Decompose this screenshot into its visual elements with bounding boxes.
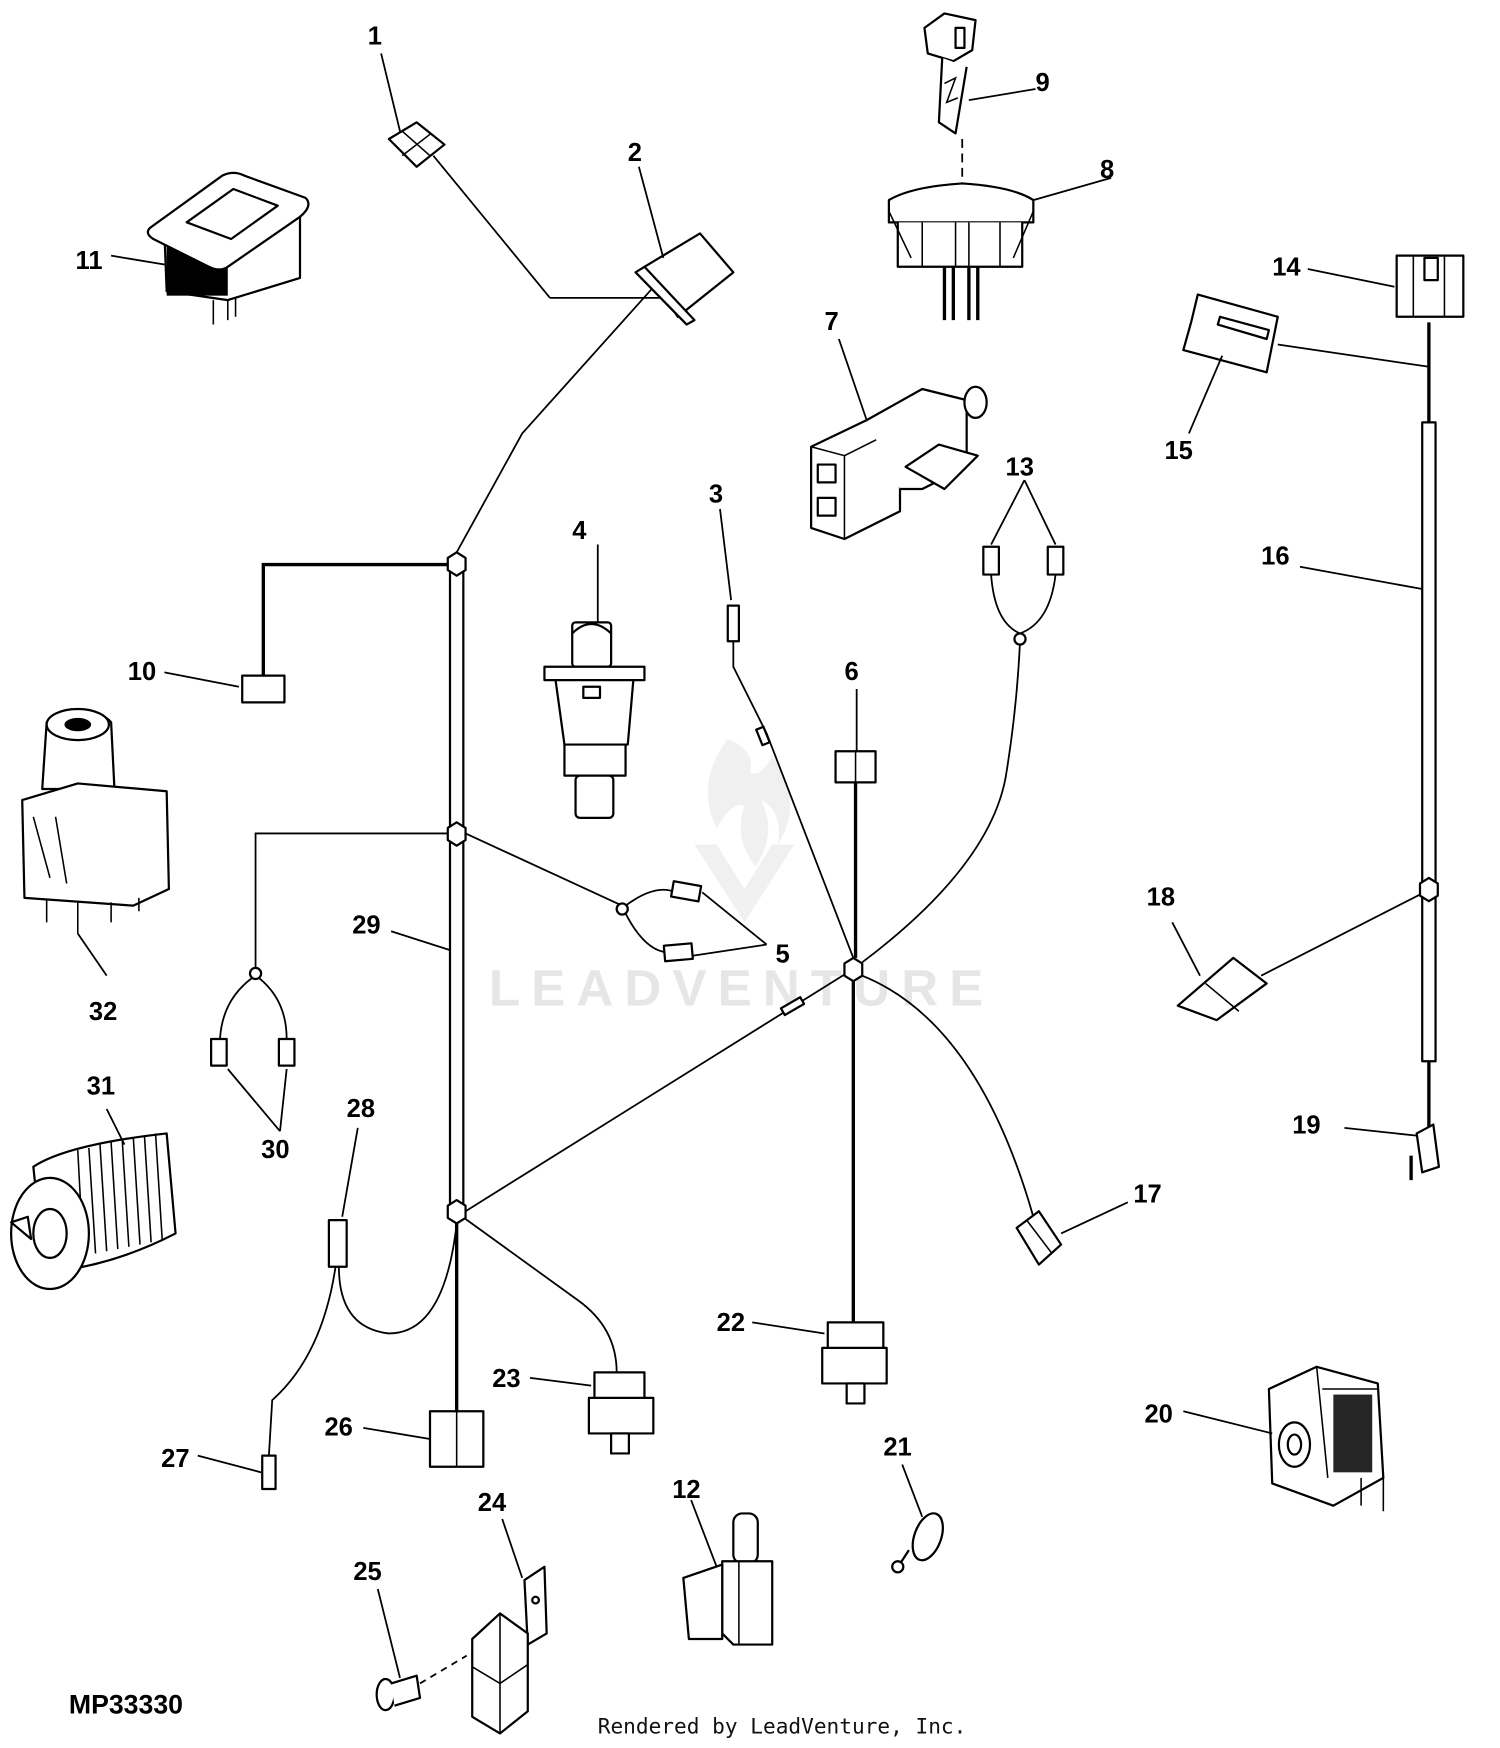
junction-node xyxy=(843,956,864,983)
junction-node xyxy=(446,821,467,847)
callout-14: 14 xyxy=(1272,254,1301,282)
callout-8: 8 xyxy=(1100,156,1114,184)
callout-6: 6 xyxy=(844,658,858,686)
part-14-connector[interactable] xyxy=(1395,254,1465,318)
harness-trunk xyxy=(254,155,854,1412)
callout-29: 29 xyxy=(352,911,380,939)
callout-31: 31 xyxy=(87,1073,115,1101)
part-30-terminals[interactable] xyxy=(210,966,296,1067)
trunk-sleeve xyxy=(448,563,465,1213)
part-23-relay[interactable] xyxy=(587,1371,655,1455)
harness-right xyxy=(1260,322,1439,1134)
part-1-connector[interactable] xyxy=(387,121,446,168)
part-12-switch[interactable] xyxy=(682,1512,774,1646)
callout-10: 10 xyxy=(128,658,156,686)
callout-22: 22 xyxy=(717,1309,745,1337)
callout-26: 26 xyxy=(324,1414,352,1442)
part-3-terminal[interactable] xyxy=(726,604,740,643)
part-24-relay[interactable] xyxy=(471,1565,548,1735)
callout-16: 16 xyxy=(1261,543,1289,571)
callout-32: 32 xyxy=(89,998,117,1026)
part-32-switch[interactable] xyxy=(21,707,170,934)
callout-13: 13 xyxy=(1006,454,1034,482)
callout-4: 4 xyxy=(572,517,587,545)
part-8-ignition-switch[interactable] xyxy=(887,182,1035,321)
callout-labels: 1 2 3 4 5 6 7 8 9 10 11 12 13 14 15 16 1… xyxy=(76,23,1321,1587)
harness-branch-center xyxy=(732,639,1035,1323)
leader-lines xyxy=(77,53,1423,1679)
callout-30: 30 xyxy=(261,1136,289,1164)
part-26-connector[interactable] xyxy=(428,1410,485,1468)
part-18-connector[interactable] xyxy=(1176,956,1268,1022)
part-5-terminals[interactable] xyxy=(615,880,703,963)
part-9-key[interactable] xyxy=(923,12,977,190)
part-27-terminal[interactable] xyxy=(261,1266,337,1491)
part-10-connector[interactable] xyxy=(241,674,286,704)
callout-3: 3 xyxy=(709,480,723,508)
callout-19: 19 xyxy=(1292,1111,1320,1139)
part-21-clamp[interactable] xyxy=(891,1509,948,1574)
callout-20: 20 xyxy=(1144,1400,1172,1428)
junction-node xyxy=(446,1199,467,1225)
part-25-bolt[interactable] xyxy=(375,1654,468,1712)
callout-18: 18 xyxy=(1147,884,1175,912)
watermark-text: LEADVENTURE xyxy=(489,960,995,1017)
watermark: LEADVENTURE xyxy=(489,739,995,1017)
render-credit: Rendered by LeadVenture, Inc. xyxy=(598,1713,967,1738)
callout-28: 28 xyxy=(347,1095,375,1123)
part-4-plunger-switch[interactable] xyxy=(543,621,646,819)
callout-7: 7 xyxy=(824,308,838,336)
junction-node xyxy=(446,551,467,577)
part-28-terminal[interactable] xyxy=(327,1219,348,1268)
part-20-switch[interactable] xyxy=(1267,1365,1385,1512)
callout-11: 11 xyxy=(76,247,103,275)
callout-5: 5 xyxy=(776,940,790,968)
part-17-connector[interactable] xyxy=(1015,1210,1063,1266)
callout-12: 12 xyxy=(672,1476,700,1504)
part-15-connector[interactable] xyxy=(1182,293,1279,374)
callout-25: 25 xyxy=(353,1558,381,1586)
callout-27: 27 xyxy=(161,1445,189,1473)
callout-2: 2 xyxy=(628,139,642,167)
part-2-connector[interactable] xyxy=(634,232,735,326)
diagram-reference-id: MP33330 xyxy=(69,1689,183,1719)
part-31-coil[interactable] xyxy=(9,1132,177,1291)
callout-24: 24 xyxy=(478,1489,507,1517)
callout-17: 17 xyxy=(1133,1180,1161,1208)
part-6-connector[interactable] xyxy=(834,750,877,958)
part-7-switch[interactable] xyxy=(810,385,988,541)
callout-1: 1 xyxy=(368,23,382,51)
callout-15: 15 xyxy=(1164,437,1192,465)
part-11-switch[interactable] xyxy=(146,171,310,325)
junction-node xyxy=(1418,876,1439,903)
callout-23: 23 xyxy=(492,1365,520,1393)
callout-21: 21 xyxy=(883,1434,911,1462)
watermark-logo-icon xyxy=(694,739,795,923)
part-19-terminal[interactable] xyxy=(1409,1123,1440,1181)
part-13-terminals[interactable] xyxy=(982,545,1065,646)
callout-9: 9 xyxy=(1036,69,1050,97)
part-22-relay[interactable] xyxy=(821,1321,888,1405)
